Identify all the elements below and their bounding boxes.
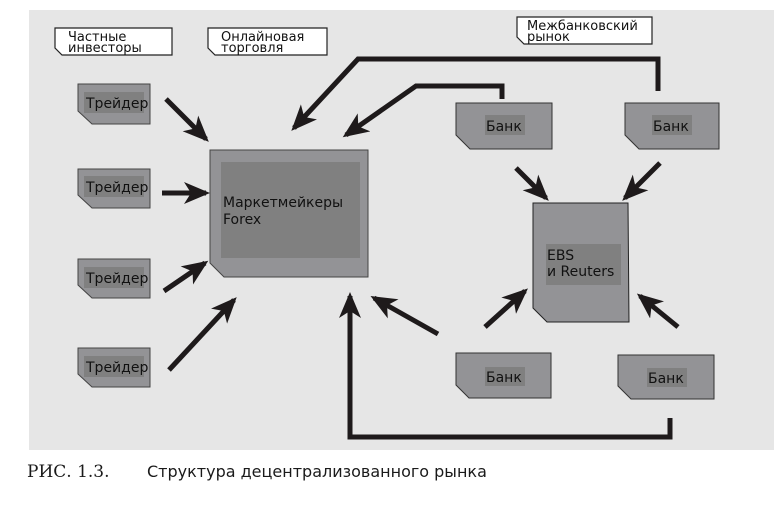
svg-text:Межбанковский: Межбанковский	[527, 19, 638, 34]
arrow-bottomright-bank-to-ebs	[636, 293, 680, 329]
svg-text:рынок: рынок	[527, 30, 570, 45]
arrow-topright-bank-to-marketmakers	[291, 56, 661, 131]
svg-text:Частные: Частные	[68, 30, 126, 45]
ebs-reuters-node: EBS и Reuters	[532, 202, 630, 323]
svg-text:Банк: Банк	[648, 371, 684, 387]
svg-text:инвесторы: инвесторы	[68, 41, 142, 56]
svg-text:Банк: Банк	[653, 119, 689, 135]
arrow-topleft-bank-to-ebs	[514, 166, 549, 201]
bank-node-top-left: Банк	[455, 102, 553, 150]
svg-text:Банк: Банк	[486, 370, 522, 386]
bank-node-bottom-left: Банк	[455, 352, 552, 399]
label-online-trading: Онлайновая торговля	[207, 27, 328, 56]
figure-number: РИС. 1.3.	[27, 462, 110, 482]
trader-node-4: Трейдер	[77, 347, 151, 388]
svg-text:Трейдер: Трейдер	[85, 271, 148, 287]
svg-text:Forex: Forex	[223, 212, 261, 228]
svg-text:Онлайновая: Онлайновая	[221, 30, 304, 45]
svg-text:Банк: Банк	[486, 119, 522, 135]
arrow-trader3-to-marketmakers	[162, 260, 209, 294]
trader-node-1: Трейдер	[77, 83, 151, 125]
svg-text:Трейдер: Трейдер	[85, 180, 148, 196]
svg-text:Маркетмейкеры: Маркетмейкеры	[223, 195, 343, 211]
svg-text:торговля: торговля	[221, 41, 283, 56]
svg-text:EBS: EBS	[547, 248, 574, 264]
arrow-bottomleft-bank-to-marketmakers	[370, 295, 440, 337]
svg-text:Трейдер: Трейдер	[85, 96, 148, 112]
bank-node-bottom-right: Банк	[617, 354, 715, 400]
trader-node-3: Трейдер	[77, 258, 151, 299]
trader-node-2: Трейдер	[77, 168, 151, 209]
market-makers-node: Маркетмейкеры Forex	[209, 149, 369, 278]
label-interbank-market: Межбанковский рынок	[516, 16, 653, 45]
arrow-trader4-to-marketmakers	[167, 297, 237, 372]
svg-text:Трейдер: Трейдер	[85, 360, 148, 376]
arrow-topleft-bank-to-marketmakers	[342, 83, 505, 138]
arrow-topright-bank-to-ebs	[622, 161, 662, 201]
arrow-bottomleft-bank-to-ebs	[483, 288, 528, 329]
arrow-bottomright-bank-to-marketmakers	[339, 292, 673, 440]
figure-caption: РИС. 1.3. Структура децентрализованного р…	[27, 461, 487, 482]
bank-node-top-right: Банк	[624, 102, 720, 150]
label-private-investors: Частные инвесторы	[54, 27, 173, 56]
arrow-trader1-to-marketmakers	[164, 97, 209, 142]
figure-title: Структура децентрализованного рынка	[147, 462, 487, 481]
svg-text:и Reuters: и Reuters	[547, 264, 614, 280]
